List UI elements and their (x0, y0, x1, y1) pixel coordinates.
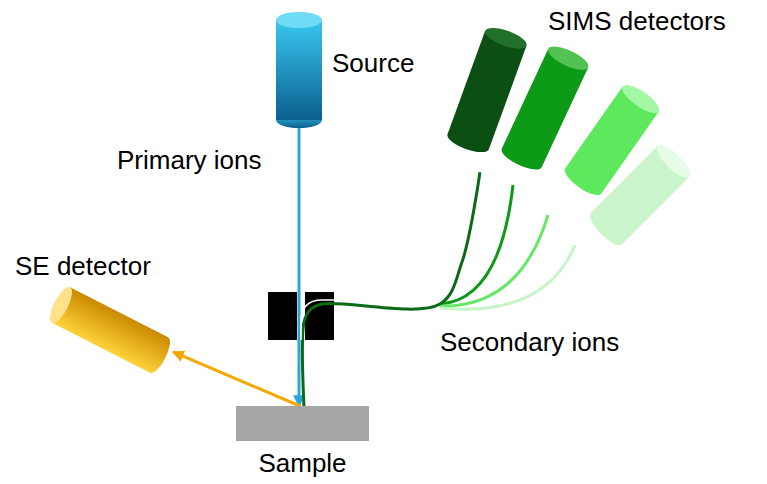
secondary-ion-branch (440, 215, 548, 306)
secondary-ion-path (302, 172, 480, 406)
node-shape (276, 14, 322, 126)
detector-cylinder (46, 284, 175, 376)
beam-highlight (301, 300, 334, 340)
beam-label: Secondary ions (440, 328, 619, 357)
deflector-block (305, 292, 334, 340)
detector-cylinder (445, 24, 529, 157)
beam-label: Primary ions (117, 146, 261, 175)
node-label: SIMS detectors (548, 7, 726, 36)
secondary-ion-branch (440, 245, 575, 309)
primary-ion-beam (298, 126, 301, 406)
node-label: Source (332, 49, 414, 78)
node-shape (236, 406, 369, 441)
se-detector: SE detector (48, 285, 173, 375)
ion-source: Source (276, 14, 322, 126)
sims-detectors: SIMS detectors (455, 40, 695, 250)
deflector-block (268, 292, 297, 340)
node-label: Sample (258, 449, 346, 478)
node-shape (48, 285, 173, 375)
detector-cylinder (276, 12, 322, 128)
sample-plate (236, 406, 369, 441)
secondary-electron-path (173, 352, 300, 406)
detector-cylinder (561, 80, 663, 200)
node-shape (455, 40, 695, 250)
node-label: SE detector (15, 252, 151, 281)
sample: Sample (236, 406, 369, 441)
